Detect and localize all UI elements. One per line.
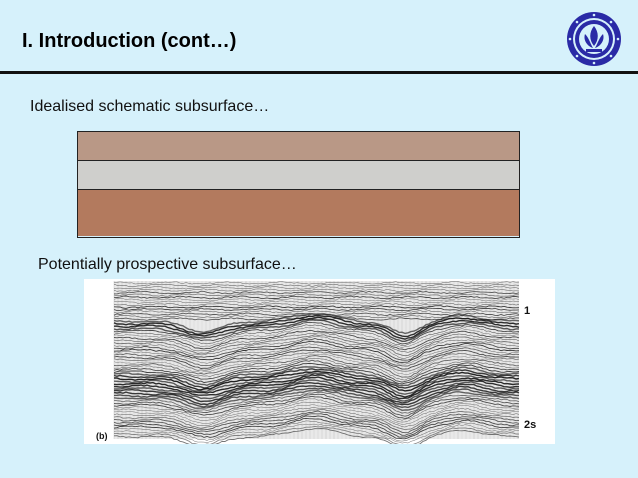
upper-layer bbox=[78, 132, 519, 161]
seismic-section-image: (b) 1 2s bbox=[84, 279, 555, 449]
middle-layer bbox=[78, 161, 519, 190]
lower-layer bbox=[78, 190, 519, 236]
prospective-caption: Potentially prospective subsurface… bbox=[38, 256, 297, 273]
schematic-layer-stack bbox=[77, 131, 520, 238]
seismic-traces bbox=[113, 281, 520, 449]
panel-label: (b) bbox=[96, 431, 108, 441]
time-label-bottom: 2s bbox=[524, 419, 537, 431]
title-divider bbox=[0, 71, 638, 74]
schematic-caption: Idealised schematic subsurface… bbox=[30, 98, 270, 115]
time-label-top: 1 bbox=[524, 305, 531, 317]
slide-title: I. Introduction (cont…) bbox=[22, 30, 237, 52]
university-seal-icon bbox=[567, 12, 621, 66]
